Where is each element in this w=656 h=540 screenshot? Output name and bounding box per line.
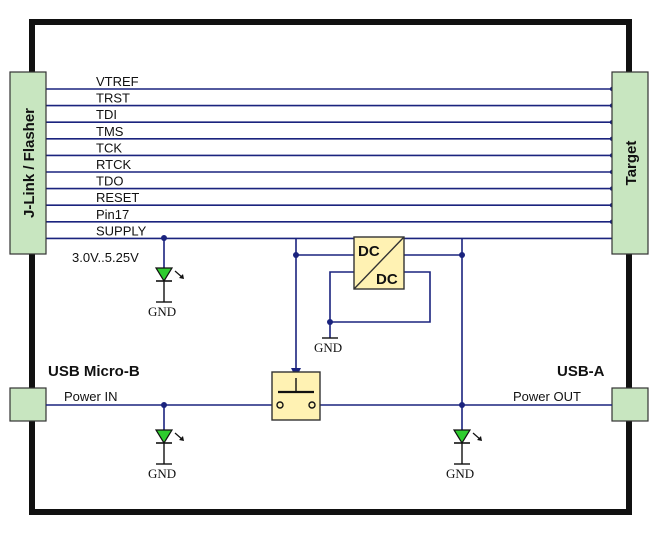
signal-label: TDI [96,107,117,122]
ground-symbol-dc: GND [314,337,342,355]
enclosure-frame [29,19,632,515]
signal-label: TRST [96,91,130,106]
usb-a-connector [611,387,649,422]
signal-label: RTCK [96,157,131,172]
usb-a-title: USB-A [557,363,605,380]
usb-micro-b-title: USB Micro-B [48,363,140,380]
power-switch [271,371,321,421]
gnd-label-dc: GND [314,340,342,355]
dc-dc-converter: DC DC [353,236,405,290]
power-line [46,402,612,430]
signal-label: TMS [96,124,124,139]
jlink-connector-label: J-Link / Flasher [21,108,38,218]
signal-label: TCK [96,140,122,155]
signal-label: SUPPLY [96,223,147,238]
gnd-label: GND [148,304,176,319]
power-in-led: GND [148,429,184,481]
signal-label: Pin17 [96,207,129,222]
signal-label: RESET [96,190,139,205]
power-out-led: GND [446,429,482,481]
power-in-label: Power IN [64,389,117,404]
power-out-label: Power OUT [513,389,581,404]
gnd-label: GND [446,466,474,481]
target-connector: Target [611,71,649,255]
dc-output-label: DC [376,271,398,288]
supply-led: GND [148,267,184,319]
gnd-label: GND [148,466,176,481]
dc-input-label: DC [358,243,380,260]
voltage-range-label: 3.0V..5.25V [72,250,139,265]
target-connector-label: Target [623,141,640,186]
signal-label: TDO [96,174,123,189]
signal-label: VTREF [96,74,139,89]
led-indicators: GND GND GND [148,267,482,481]
usb-micro-b-connector [9,387,47,422]
supply-wiring [161,235,465,405]
jlink-connector: J-Link / Flasher [9,71,47,255]
